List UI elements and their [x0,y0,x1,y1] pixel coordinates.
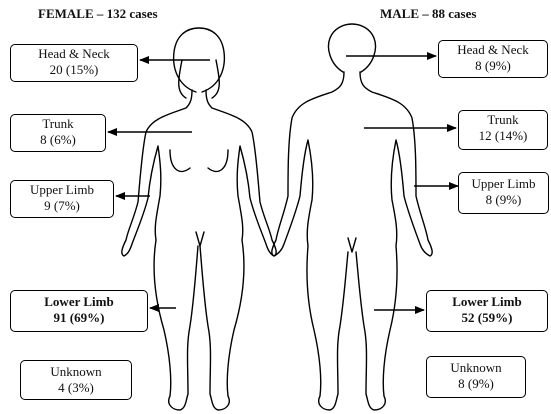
region-name: Trunk [459,112,547,128]
region-value: 8 (9%) [427,376,525,392]
female-arrows [108,60,210,308]
female-upper-limb-box: Upper Limb 9 (7%) [10,180,114,218]
male-upper-limb-box: Upper Limb 8 (9%) [458,172,549,214]
region-name: Unknown [427,360,525,376]
region-value: 12 (14%) [459,128,547,144]
region-name: Head & Neck [439,42,547,58]
region-name: Trunk [11,116,105,132]
region-value: 4 (3%) [21,380,131,396]
region-value: 8 (9%) [439,58,547,74]
female-head-neck-box: Head & Neck 20 (15%) [10,44,138,82]
male-lower-limb-box: Lower Limb 52 (59%) [426,290,548,332]
region-value: 91 (69%) [11,310,147,326]
female-figure [122,28,276,410]
region-value: 20 (15%) [11,62,137,78]
region-name: Lower Limb [427,294,547,310]
female-unknown-box: Unknown 4 (3%) [20,360,132,400]
female-trunk-box: Trunk 8 (6%) [10,114,106,152]
region-name: Upper Limb [459,176,548,192]
region-name: Upper Limb [11,182,113,198]
male-head-neck-box: Head & Neck 8 (9%) [438,40,548,78]
region-name: Head & Neck [11,46,137,62]
male-trunk-box: Trunk 12 (14%) [458,110,548,150]
region-name: Lower Limb [11,294,147,310]
region-value: 8 (9%) [459,192,548,208]
region-value: 9 (7%) [11,198,113,214]
region-name: Unknown [21,364,131,380]
region-value: 52 (59%) [427,310,547,326]
female-lower-limb-box: Lower Limb 91 (69%) [10,290,148,332]
male-arrows [346,56,458,310]
male-figure [272,24,432,410]
region-value: 8 (6%) [11,132,105,148]
male-unknown-box: Unknown 8 (9%) [426,356,526,398]
